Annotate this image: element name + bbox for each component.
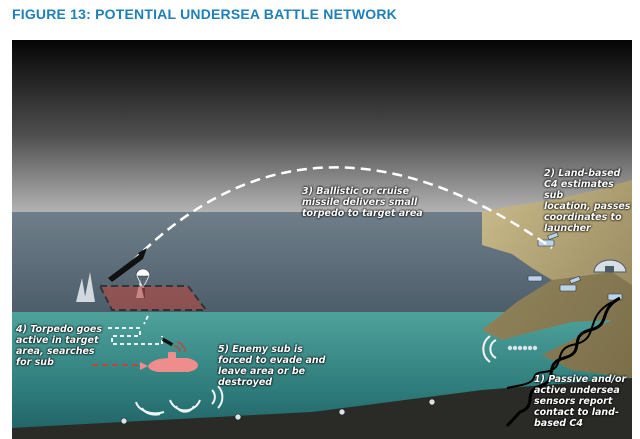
enemy-submarine-icon bbox=[140, 352, 198, 372]
battle-network-scene: 1) Passive and/or active undersea sensor… bbox=[12, 40, 632, 439]
sensor-array-icon bbox=[507, 345, 538, 351]
figure-title: FIGURE 13: POTENTIAL UNDERSEA BATTLE NET… bbox=[12, 6, 397, 22]
target-area bbox=[98, 285, 208, 311]
scene-illustration bbox=[12, 40, 632, 439]
missile-trajectory bbox=[131, 166, 553, 263]
sky bbox=[12, 40, 632, 212]
sensor-cable bbox=[506, 301, 613, 389]
sonar-pings-icon bbox=[135, 335, 497, 416]
land-shadow bbox=[482, 272, 632, 378]
step-2-label: 2) Land-based C4 estimates sub location,… bbox=[544, 168, 631, 234]
step-5-label: 5) Enemy sub is forced to evade and leav… bbox=[218, 344, 326, 388]
step-4-label: 4) Torpedo goes active in target area, s… bbox=[16, 324, 103, 368]
torpedo-search-path bbox=[108, 315, 163, 345]
sea-floor bbox=[12, 378, 632, 439]
seafloor-sensors-icon bbox=[120, 398, 436, 425]
step-3-label: 3) Ballistic or cruise missile delivers … bbox=[302, 186, 423, 219]
missile-icon bbox=[108, 248, 147, 282]
step-1-label: 1) Passive and/or active undersea sensor… bbox=[534, 374, 627, 429]
torpedo-icon bbox=[161, 337, 186, 353]
undersea-cable bbox=[505, 296, 621, 428]
